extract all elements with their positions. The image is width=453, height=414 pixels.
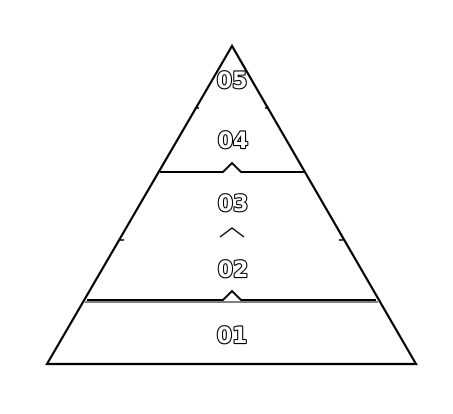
divider-03-04 [160,161,305,173]
level-4-label: 04 [218,129,249,154]
level-3-label: 03 [218,192,249,217]
divider-02-03-chevron [219,227,245,238]
level-5-label: 05 [217,69,248,94]
divider-01-02 [87,289,376,301]
level-2-label: 02 [218,258,249,283]
level-1-label: 01 [217,324,248,349]
pyramid-outline [45,43,418,366]
